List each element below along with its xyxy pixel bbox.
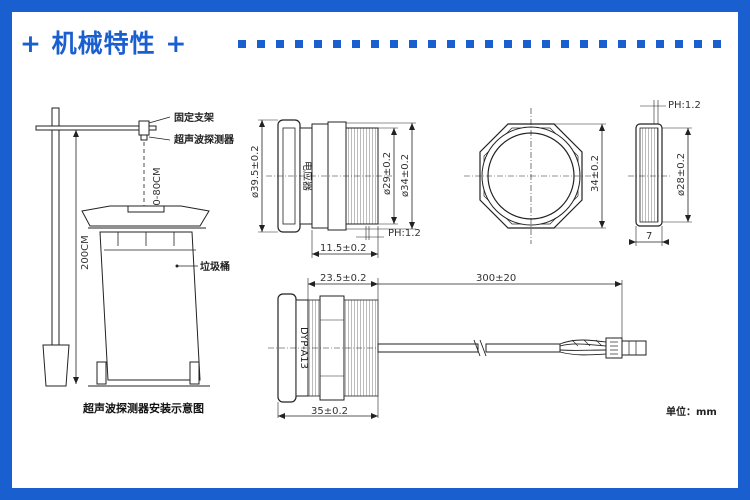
header-dash	[333, 40, 341, 48]
header-dash	[561, 40, 569, 48]
header-dash-divider	[238, 40, 728, 48]
bracket-label: 固定支架	[174, 111, 214, 124]
header-dash	[409, 40, 417, 48]
thread-diameter: ø29±0.2	[382, 152, 393, 195]
trash-bin	[99, 231, 201, 381]
section-title: + 机械特性 +	[20, 29, 188, 58]
header-dash	[485, 40, 493, 48]
nut-pitch: PH:1.2	[668, 100, 701, 111]
gap-dimension: 30-80CM	[152, 167, 163, 212]
header-dash	[713, 40, 721, 48]
header-dash	[390, 40, 398, 48]
unit-note: 单位：mm	[666, 405, 717, 418]
sensor-unit	[138, 120, 150, 136]
cable-view-drawing: DYP-A13 23.5±0.2	[268, 273, 717, 419]
header-dash	[599, 40, 607, 48]
header-dash	[257, 40, 265, 48]
header-dash	[504, 40, 512, 48]
cable-wires	[559, 339, 607, 356]
header-dash	[466, 40, 474, 48]
bin-label: 垃圾桶	[200, 260, 230, 273]
section-header: + 机械特性 +	[20, 22, 187, 62]
outer-diameter: ø39.5±0.2	[250, 145, 261, 198]
header-dash	[276, 40, 284, 48]
front-view-drawing: 34±0.2	[464, 108, 606, 244]
header-dash	[447, 40, 455, 48]
header-dash	[618, 40, 626, 48]
header-dash	[580, 40, 588, 48]
header-dash	[371, 40, 379, 48]
nut-thickness: 7	[646, 231, 652, 242]
cable-length: 300±20	[476, 273, 516, 284]
nut-inner-diameter: ø28±0.2	[676, 153, 687, 196]
header-dash	[637, 40, 645, 48]
header-dash	[675, 40, 683, 48]
header-dash	[352, 40, 360, 48]
side-view-drawing: 电应器 ø39.5±0.2 ø29±0.2 ø34±0.2	[250, 119, 421, 258]
thread-length: 11.5±0.2	[320, 243, 367, 254]
front-diameter: 34±0.2	[590, 155, 601, 192]
sensor-label: 超声波探测器	[173, 133, 235, 146]
header-dash	[295, 40, 303, 48]
header-dash	[238, 40, 246, 48]
pole	[51, 107, 60, 387]
thread-pitch: PH:1.2	[388, 228, 421, 239]
nut-diameter: ø34±0.2	[400, 154, 411, 197]
header-dash	[523, 40, 531, 48]
header-dash	[542, 40, 550, 48]
header-dash	[656, 40, 664, 48]
height-dimension: 200CM	[80, 235, 91, 270]
body-length: 23.5±0.2	[320, 273, 367, 284]
cable-connector	[605, 337, 623, 359]
install-caption: 超声波探测器安装示意图	[82, 401, 204, 415]
bin-lid	[81, 205, 210, 227]
total-length: 35±0.2	[311, 406, 348, 417]
bracket-arm	[35, 125, 157, 131]
header-dash	[314, 40, 322, 48]
header-dash	[694, 40, 702, 48]
installation-diagram: 固定支架 超声波探测器 30-80CM 200CM 垃圾桶 超声波探测器安装示意…	[35, 107, 235, 415]
header-dash	[428, 40, 436, 48]
nut-view-drawing: PH:1.2 ø28±0.2 7	[628, 100, 701, 246]
